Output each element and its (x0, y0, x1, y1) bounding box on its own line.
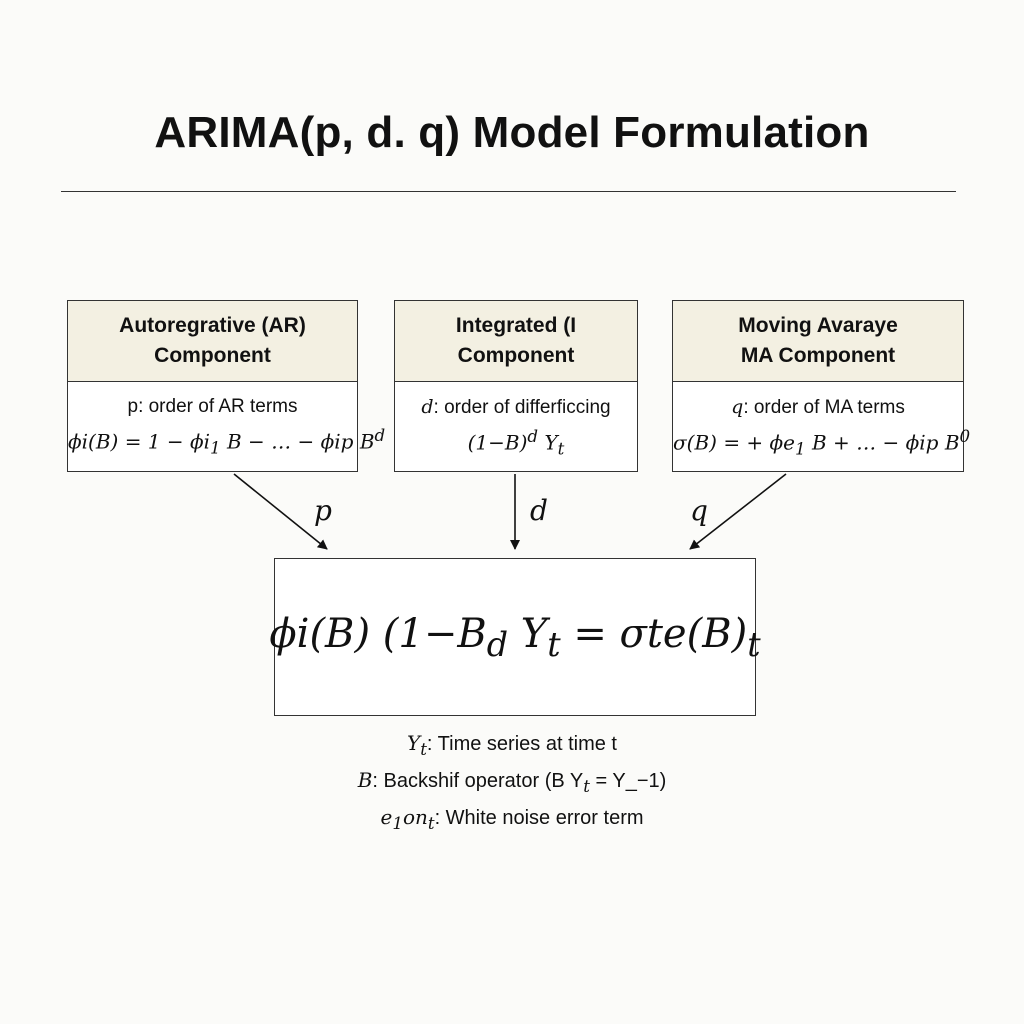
i-component-box: Integrated (I Component d: order of diff… (394, 300, 638, 472)
ar-formula-rest: B − … − ϕip B (220, 429, 375, 454)
i-description: d: order of differficcing (395, 394, 637, 421)
i-header-line2: Component (457, 344, 575, 367)
ma-component-header: Moving Avaraye MA Component (673, 301, 963, 382)
i-desc-var: d (421, 396, 434, 418)
i-formula: (1−B)d Yt (395, 427, 637, 459)
eq-part1: ϕi(B) (1−B (269, 610, 487, 657)
ar-formula: ϕi(B) = 1 − ϕi1 B − … − ϕip Bd (68, 426, 385, 458)
legend-y-text: : Time series at time t (426, 733, 617, 755)
legend-e-sub1: 1 (392, 814, 403, 833)
arrow-label-p: p (314, 494, 332, 527)
legend-b-sub: t (583, 777, 590, 796)
ma-header-line1: Moving Avaraye (738, 314, 898, 337)
ar-component-box: Autoregrative (AR) Component p: order of… (67, 300, 385, 472)
arrow-label-d: d (530, 494, 548, 527)
legend-y-sub: t (420, 740, 427, 759)
ar-component-header: Autoregrative (AR) Component (68, 301, 357, 382)
ma-description: q: order of MA terms (673, 394, 963, 421)
ar-formula-sub: 1 (210, 438, 221, 458)
i-formula-rest: Y (538, 430, 558, 455)
ar-header-line2: Component (154, 344, 271, 367)
eq-part3: = σte(B) (560, 610, 748, 657)
arima-equation-box: ϕi(B) (1−Bd Yt = σte(B)t (269, 558, 761, 716)
ma-formula-sub: 1 (795, 439, 806, 459)
i-formula-sup: d (527, 427, 539, 446)
ar-desc-text: : order of AR terms (138, 396, 298, 417)
legend-e-text: : White noise error term (434, 807, 644, 829)
legend-b-text-a: : Backshif operator (B Y (372, 770, 584, 792)
variable-legend: Yt: Time series at time t B: Backshif op… (0, 728, 1024, 839)
legend-y-var: Y (407, 731, 421, 755)
ar-header-line1: Autoregrative (AR) (119, 314, 306, 337)
legend-b-var: B (357, 768, 373, 792)
legend-e-mid: on (402, 805, 428, 829)
ma-header-line2: MA Component (740, 344, 896, 367)
ma-formula-main: σ(B) = + ϕe (673, 430, 796, 455)
ma-formula: σ(B) = + ϕe1 B + … − ϕip B0 (673, 427, 970, 459)
ar-desc-var: p (127, 396, 139, 417)
legend-b: B: Backshif operator (B Yt = Y_−1) (0, 765, 1024, 802)
i-component-header: Integrated (I Component (395, 301, 637, 382)
legend-b-text-b: = Y_−1) (589, 770, 667, 792)
ar-description: p: order of AR terms (68, 394, 357, 420)
legend-e-sub2: t (427, 814, 435, 833)
eq-sub3: t (747, 624, 761, 664)
legend-y: Yt: Time series at time t (0, 728, 1024, 765)
ma-formula-rest: B + … − ϕip B (805, 430, 960, 455)
diagram-title: ARIMA(p, d. q) Model Formulation (154, 108, 870, 157)
arima-equation: ϕi(B) (1−Bd Yt = σte(B)t (269, 611, 760, 664)
ma-component-box: Moving Avaraye MA Component q: order of … (672, 300, 970, 472)
ar-formula-main: ϕi(B) = 1 − ϕi (68, 429, 211, 454)
ar-formula-sup: d (374, 426, 386, 445)
ma-desc-text: : order of MA terms (743, 397, 905, 418)
legend-e-var: e (380, 805, 393, 829)
i-formula-sub: t (557, 439, 565, 459)
i-header-line1: Integrated (I (455, 314, 577, 337)
title-divider (61, 191, 956, 192)
eq-sub2: t (547, 624, 561, 664)
ma-desc-var: q (731, 396, 744, 418)
eq-sub1: d (486, 624, 509, 664)
i-formula-main: (1−B) (467, 430, 528, 455)
ma-formula-sup: 0 (959, 427, 971, 446)
legend-e: e1ont: White noise error term (0, 802, 1024, 839)
i-desc-text: : order of differficcing (433, 397, 611, 418)
arrow-label-q: q (690, 494, 708, 527)
eq-part2: Y (508, 610, 548, 657)
